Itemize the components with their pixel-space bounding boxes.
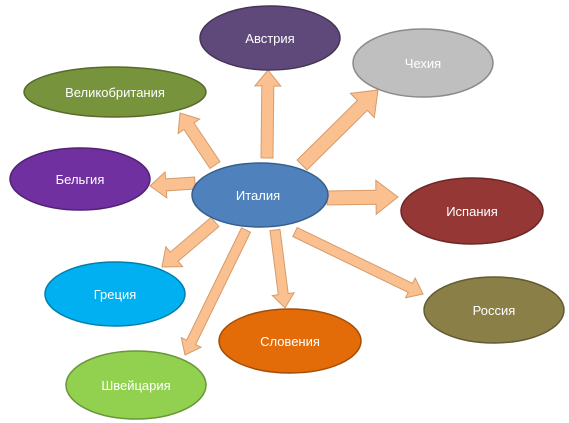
node-avstriya: Австрия <box>199 5 341 71</box>
node-shveycariya-label: Швейцария <box>101 378 170 393</box>
nodes-layer: АвстрияЧехияВеликобританияБельгияИспания… <box>9 5 565 420</box>
arrow-to-greciya <box>161 216 220 268</box>
arrow-to-avstriya <box>253 69 282 159</box>
node-greciya-shape <box>44 261 186 327</box>
node-velikobritaniya-shape <box>23 66 207 118</box>
arrows-layer <box>149 69 424 356</box>
node-shveycariya-shape <box>65 350 207 420</box>
node-chehiya-label: Чехия <box>405 56 441 71</box>
node-chehiya: Чехия <box>352 28 494 98</box>
node-ispaniya: Испания <box>400 177 544 245</box>
node-avstriya-shape <box>199 5 341 71</box>
node-rossiya: Россия <box>423 276 565 344</box>
arrow-to-shveycariya <box>180 227 252 356</box>
node-ispaniya-shape <box>400 177 544 245</box>
arrow-to-sloveniya <box>269 228 296 309</box>
arrow-to-chehiya <box>296 89 379 171</box>
node-velikobritaniya-label: Великобритания <box>65 85 165 100</box>
node-shveycariya: Швейцария <box>65 350 207 420</box>
node-center-shape <box>191 162 329 228</box>
node-belgiya: Бельгия <box>9 147 151 211</box>
arrow-to-ispaniya <box>326 179 399 216</box>
node-belgiya-label: Бельгия <box>56 172 105 187</box>
arrow-to-belgiya <box>149 170 196 199</box>
node-belgiya-shape <box>9 147 151 211</box>
node-center: Италия <box>191 162 329 228</box>
node-rossiya-label: Россия <box>473 303 516 318</box>
node-sloveniya: Словения <box>218 308 362 374</box>
node-greciya-label: Греция <box>94 287 137 302</box>
node-velikobritaniya: Великобритания <box>23 66 207 118</box>
node-center-label: Италия <box>236 188 280 203</box>
node-sloveniya-label: Словения <box>260 334 320 349</box>
node-greciya: Греция <box>44 261 186 327</box>
node-ispaniya-label: Испания <box>446 204 498 219</box>
node-chehiya-shape <box>352 28 494 98</box>
node-avstriya-label: Австрия <box>245 31 294 46</box>
node-sloveniya-shape <box>218 308 362 374</box>
arrow-to-rossiya <box>292 226 424 299</box>
arrow-to-velikobritaniya <box>177 112 221 170</box>
node-rossiya-shape <box>423 276 565 344</box>
